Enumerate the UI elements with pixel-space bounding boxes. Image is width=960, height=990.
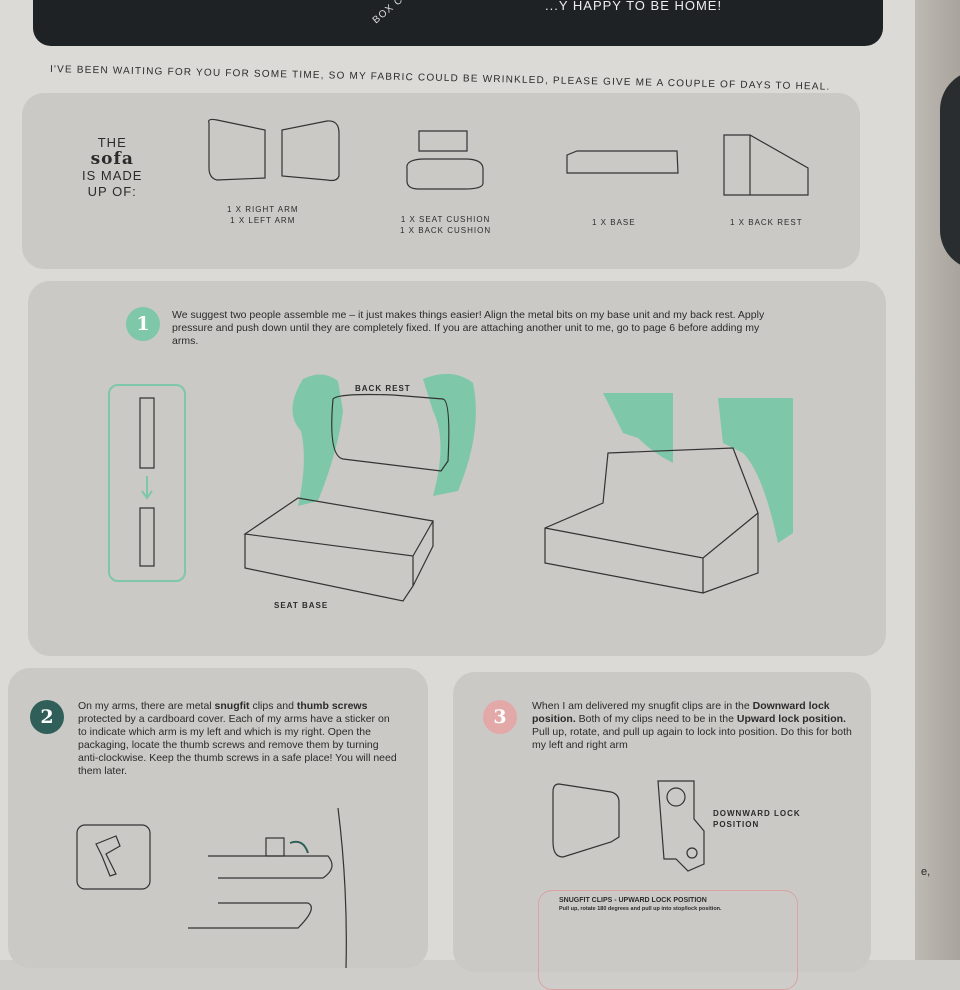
seat-base-illustration (243, 497, 434, 602)
banner-right-text: ...Y HAPPY TO BE HOME! (545, 0, 723, 13)
assembled-illustration (544, 393, 793, 594)
text-bold: snugfit (214, 700, 250, 712)
part-label: 1 X BACK CUSHION (400, 226, 492, 235)
part-arms: 1 X RIGHT ARM 1 X LEFT ARM (227, 204, 299, 226)
downward-lock-label: DOWNWARD LOCK POSITION (713, 809, 801, 829)
upward-lock-box: SNUGFIT CLIPS - UPWARD LOCK POSITION Pul… (538, 890, 798, 990)
arms-illustration (208, 118, 340, 182)
upward-lock-subtitle: Pull up, rotate 180 degrees and pull up … (559, 906, 722, 912)
backrest-illustration (723, 134, 809, 196)
step-1-panel: 1 We suggest two people assemble me – it… (28, 281, 886, 656)
heading-line: THE (97, 135, 127, 150)
seat-base-label: SEAT BASE (274, 601, 329, 610)
text-part: clips and (249, 700, 297, 712)
step-3-text: When I am delivered my snugfit clips are… (532, 700, 852, 752)
part-label: 1 X LEFT ARM (230, 216, 296, 225)
text-bold: Upward lock position. (736, 713, 846, 725)
text-part: On my arms, there are metal (78, 700, 215, 712)
dark-object (940, 70, 960, 270)
text-part: When I am delivered my snugfit clips are… (532, 700, 753, 712)
heading-line: UP OF: (87, 184, 137, 199)
text-bold: thumb screws (296, 700, 368, 712)
step-1-text: We suggest two people assemble me – it j… (172, 309, 765, 347)
step-2-number: 2 (30, 700, 64, 734)
next-page-fragment: e, (921, 866, 931, 878)
text-part: Pull up, rotate, and pull up again to lo… (532, 726, 852, 751)
arm-clip-illustration (552, 783, 620, 858)
instruction-page: BOX CO ...Y HAPPY TO BE HOME! I'VE BEEN … (0, 0, 915, 990)
part-cushions: 1 X SEAT CUSHION 1 X BACK CUSHION (400, 214, 491, 236)
arm-unscrew-illustration (188, 807, 347, 969)
text-part: protected by a cardboard cover. Each of … (78, 713, 397, 777)
heading-sofa: sofa (90, 149, 134, 169)
banner-left-text: BOX CO (370, 0, 413, 27)
step-3-panel: 3 When I am delivered my snugfit clips a… (453, 672, 871, 990)
part-label: 1 X RIGHT ARM (227, 205, 299, 214)
base-illustration (566, 150, 679, 174)
back-rest-label: BACK REST (355, 384, 411, 393)
part-label: 1 X SEAT CUSHION (400, 215, 491, 224)
people-backrest-illustration (292, 373, 476, 506)
metal-clip-detail (108, 384, 186, 582)
part-label: 1 X BASE (592, 218, 636, 227)
cushions-illustration (406, 130, 484, 190)
part-backrest: 1 X BACK REST (730, 217, 803, 228)
clip-illustration (139, 397, 155, 567)
text-bold: Downward lock position. (532, 700, 830, 725)
step-2-panel: 2 On my arms, there are metal snugfit cl… (8, 668, 428, 969)
part-base: 1 X BASE (592, 217, 636, 228)
step-3-number: 3 (483, 700, 517, 734)
step-2-text: On my arms, there are metal snugfit clip… (78, 700, 398, 778)
fabric-notice: I'VE BEEN WAITING FOR YOU FOR SOME TIME,… (49, 64, 831, 93)
header-banner: BOX CO ...Y HAPPY TO BE HOME! (33, 0, 883, 46)
thumb-screw-icon (76, 824, 151, 890)
step-1-number: 1 (126, 307, 160, 341)
text-part: Both of my clips need to be in the (575, 713, 737, 725)
parts-heading: THE sofa IS MADE UP OF: (82, 135, 142, 200)
upward-lock-title: SNUGFIT CLIPS - UPWARD LOCK POSITION (559, 897, 707, 904)
downward-clip-illustration (657, 780, 705, 872)
heading-line: IS MADE (82, 168, 143, 183)
part-label: 1 X BACK REST (730, 218, 803, 227)
